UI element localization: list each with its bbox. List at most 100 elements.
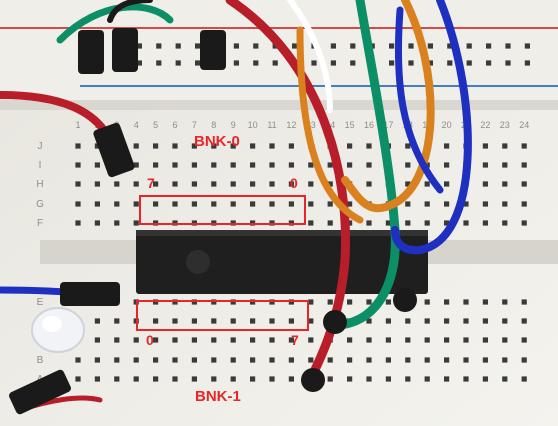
breadboard-hole xyxy=(114,201,120,207)
breadboard-hole xyxy=(444,143,450,149)
breadboard-hole xyxy=(327,357,333,363)
power-rail-hole xyxy=(486,60,492,66)
breadboard-hole xyxy=(211,181,217,187)
column-number: 6 xyxy=(172,120,177,130)
breadboard-hole xyxy=(94,143,100,149)
breadboard-hole xyxy=(133,201,139,207)
breadboard-hole xyxy=(327,376,333,382)
column-number: 22 xyxy=(480,120,490,130)
breadboard-hole xyxy=(444,181,450,187)
breadboard-hole xyxy=(502,376,508,382)
breadboard-hole xyxy=(191,162,197,168)
power-rail-hole xyxy=(408,60,414,66)
breadboard-hole xyxy=(463,299,469,305)
breadboard-hole xyxy=(250,376,256,382)
breadboard-hole xyxy=(172,299,178,305)
column-number: 13 xyxy=(306,120,316,130)
breadboard-hole xyxy=(405,337,411,343)
breadboard-hole xyxy=(250,299,256,305)
power-rail-hole xyxy=(253,60,259,66)
bank-1-label: BNK-1 xyxy=(195,388,241,405)
breadboard-hole xyxy=(444,162,450,168)
breadboard-hole xyxy=(269,181,275,187)
breadboard-hole xyxy=(424,299,430,305)
column-number: 17 xyxy=(383,120,393,130)
breadboard-hole xyxy=(230,337,236,343)
power-rail-hole xyxy=(389,60,395,66)
power-rail-hole xyxy=(156,60,162,66)
breadboard-hole xyxy=(502,181,508,187)
row-letter: H xyxy=(36,179,43,190)
power-rail-hole xyxy=(233,43,239,49)
breadboard-hole xyxy=(269,337,275,343)
breadboard-hole xyxy=(444,299,450,305)
breadboard-hole xyxy=(172,376,178,382)
breadboard-hole xyxy=(366,143,372,149)
breadboard-hole xyxy=(424,201,430,207)
breadboard-hole xyxy=(521,299,527,305)
breadboard-hole xyxy=(172,337,178,343)
bank-1-highlight-box xyxy=(136,300,309,331)
breadboard-hole xyxy=(366,299,372,305)
breadboard-hole xyxy=(133,337,139,343)
breadboard-hole xyxy=(308,318,314,324)
breadboard-hole xyxy=(308,337,314,343)
column-number: 7 xyxy=(192,120,197,130)
breadboard-hole xyxy=(405,357,411,363)
breadboard-hole xyxy=(502,318,508,324)
breadboard-hole xyxy=(366,162,372,168)
row-letter: I xyxy=(39,160,42,171)
power-rail-hole xyxy=(447,43,453,49)
breadboard-hole xyxy=(405,220,411,226)
breadboard-hole xyxy=(502,162,508,168)
breadboard-hole xyxy=(250,143,256,149)
column-number: 12 xyxy=(286,120,296,130)
white-wire xyxy=(287,0,333,113)
power-rail-hole xyxy=(524,43,530,49)
dip-ic-chip xyxy=(136,230,428,294)
breadboard-hole xyxy=(230,376,236,382)
breadboard-hole xyxy=(114,357,120,363)
power-rail-hole xyxy=(136,60,142,66)
breadboard-hole xyxy=(444,318,450,324)
column-number: 24 xyxy=(519,120,529,130)
column-number: 8 xyxy=(211,120,216,130)
breadboard-hole xyxy=(133,143,139,149)
breadboard-hole xyxy=(172,220,178,226)
breadboard-hole xyxy=(211,299,217,305)
breadboard-hole xyxy=(211,220,217,226)
breadboard-hole xyxy=(114,318,120,324)
breadboard-hole xyxy=(172,318,178,324)
breadboard-hole xyxy=(463,201,469,207)
breadboard-hole xyxy=(347,376,353,382)
breadboard-hole xyxy=(424,318,430,324)
breadboard-hole xyxy=(114,376,120,382)
breadboard-hole xyxy=(288,181,294,187)
bank-0-highlight-box xyxy=(139,195,306,225)
breadboard-hole xyxy=(347,337,353,343)
breadboard-hole xyxy=(153,162,159,168)
row-letter: B xyxy=(37,355,44,366)
breadboard-hole xyxy=(211,201,217,207)
breadboard-hole xyxy=(385,357,391,363)
breadboard-hole xyxy=(288,201,294,207)
breadboard-hole xyxy=(269,299,275,305)
power-rail-hole xyxy=(233,60,239,66)
breadboard-hole xyxy=(288,357,294,363)
breadboard-hole xyxy=(211,162,217,168)
breadboard-hole xyxy=(94,337,100,343)
bank-1-index-left: 0 xyxy=(146,332,154,348)
breadboard-hole xyxy=(463,376,469,382)
column-number: 1 xyxy=(75,120,80,130)
breadboard-hole xyxy=(269,143,275,149)
breadboard-hole xyxy=(502,143,508,149)
blue-wire xyxy=(391,0,472,255)
power-rail-hole xyxy=(330,60,336,66)
power-rail-hole xyxy=(292,43,298,49)
breadboard-hole xyxy=(405,143,411,149)
breadboard-hole xyxy=(288,376,294,382)
breadboard-hole xyxy=(211,337,217,343)
breadboard-hole xyxy=(385,318,391,324)
breadboard-hole xyxy=(444,337,450,343)
